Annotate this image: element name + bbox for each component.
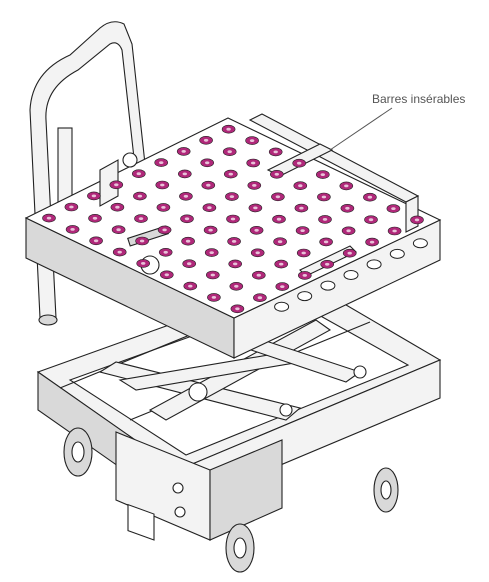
ball-roller-center — [300, 229, 305, 233]
ball-roller-center — [208, 228, 213, 232]
edge-roller — [389, 248, 405, 259]
ball-roller-center — [137, 194, 143, 198]
ball-roller-center — [254, 228, 259, 232]
ball-roller-center — [230, 217, 236, 221]
ball-roller-center — [347, 251, 352, 255]
ball-roller-center — [274, 172, 279, 176]
ball-roller-center — [277, 240, 283, 244]
ball-roller-center — [160, 183, 165, 187]
ball-roller-center — [345, 206, 350, 210]
ball-roller-center — [161, 206, 166, 209]
ball-roller-center — [234, 284, 239, 288]
ball-roller-center — [256, 273, 261, 277]
ball-roller-center — [252, 184, 257, 187]
ball-roller-center — [205, 161, 210, 165]
wheel — [225, 523, 255, 573]
callout-label: Barres insérables — [372, 92, 466, 106]
ball-roller-center — [231, 240, 237, 243]
ball-roller-center — [414, 218, 420, 222]
callout-leader — [329, 107, 393, 151]
wheel — [373, 467, 399, 513]
ball-roller-center — [280, 285, 285, 288]
ball-roller-center — [392, 229, 397, 233]
ball-roller-center — [206, 183, 211, 187]
ball-roller-center — [253, 206, 258, 210]
ball-roller-center — [116, 228, 121, 232]
ball-roller-center — [346, 229, 351, 233]
ball-roller-center — [159, 161, 164, 165]
ball-roller-center — [322, 218, 328, 221]
ball-roller-center — [187, 262, 192, 266]
ball-roller-center — [235, 307, 240, 311]
ball-roller-center — [391, 207, 396, 211]
edge-roller — [366, 259, 382, 270]
ball-roller-center — [46, 216, 52, 220]
motor-box — [115, 431, 283, 541]
front-roller-row — [274, 238, 428, 312]
ball-roller-center — [139, 239, 145, 243]
ball-roller-center — [301, 251, 306, 255]
ball-roller-center — [114, 183, 119, 187]
ball-roller-center — [181, 150, 186, 153]
ball-roller-center — [203, 138, 209, 142]
ball-roller-center — [275, 195, 281, 199]
ball-roller-center — [136, 172, 141, 176]
ball-roller-center — [320, 173, 325, 177]
ball-roller-center — [93, 239, 99, 243]
ball-roller-center — [299, 206, 304, 210]
ball-roller-center — [138, 217, 144, 221]
ball-roller-center — [69, 205, 74, 209]
edge-roller — [412, 238, 428, 249]
ball-roller-center — [255, 251, 260, 255]
ball-roller-center — [321, 195, 327, 199]
ball-roller-center — [297, 161, 302, 165]
ball-roller-center — [249, 139, 255, 143]
ball-roller-center — [227, 150, 232, 154]
ball-roller-center — [211, 296, 217, 299]
ball-roller-center — [162, 228, 167, 232]
edge-roller — [320, 280, 336, 291]
ball-roller-center — [325, 262, 330, 266]
ball-roller-center — [70, 228, 75, 231]
ball-roller-center — [188, 284, 193, 288]
ball-roller-center — [229, 195, 235, 199]
ball-roller-center — [210, 273, 215, 277]
ball-roller-center — [185, 239, 191, 243]
ball-roller-center — [226, 127, 231, 131]
ball-roller-center — [302, 274, 307, 277]
ball-roller-center — [115, 205, 120, 209]
ball-roller-center — [273, 150, 278, 154]
ball-roller-center — [182, 172, 187, 176]
ball-roller-center — [141, 262, 146, 265]
ball-roller-center — [91, 194, 97, 198]
ball-roller-center — [251, 161, 256, 165]
ball-roller-center — [368, 218, 374, 222]
ball-roller-center — [369, 240, 375, 244]
ball-roller-center — [344, 184, 349, 188]
ball-roller-center — [298, 184, 303, 188]
ball-roller-center — [257, 296, 263, 300]
ball-roller-center — [163, 250, 168, 254]
ball-roller-center — [92, 216, 98, 220]
ball-roller-center — [117, 250, 122, 254]
edge-roller — [343, 270, 359, 280]
castor-wheels — [63, 427, 399, 573]
ball-roller-center — [367, 195, 373, 199]
ball-roller-center — [209, 251, 214, 255]
wheel — [63, 427, 93, 477]
ball-roller-center — [228, 172, 233, 176]
ball-roller-center — [184, 217, 190, 221]
roller-grid — [42, 124, 424, 314]
edge-roller — [297, 291, 313, 302]
ball-roller-center — [276, 217, 282, 221]
edge-roller — [274, 301, 290, 312]
ball-roller-center — [233, 262, 238, 266]
ball-roller-center — [183, 194, 189, 198]
ball-roller-center — [279, 262, 284, 266]
ball-roller-center — [323, 240, 329, 244]
ball-roller-center — [164, 273, 169, 277]
ball-roller-center — [207, 206, 212, 210]
